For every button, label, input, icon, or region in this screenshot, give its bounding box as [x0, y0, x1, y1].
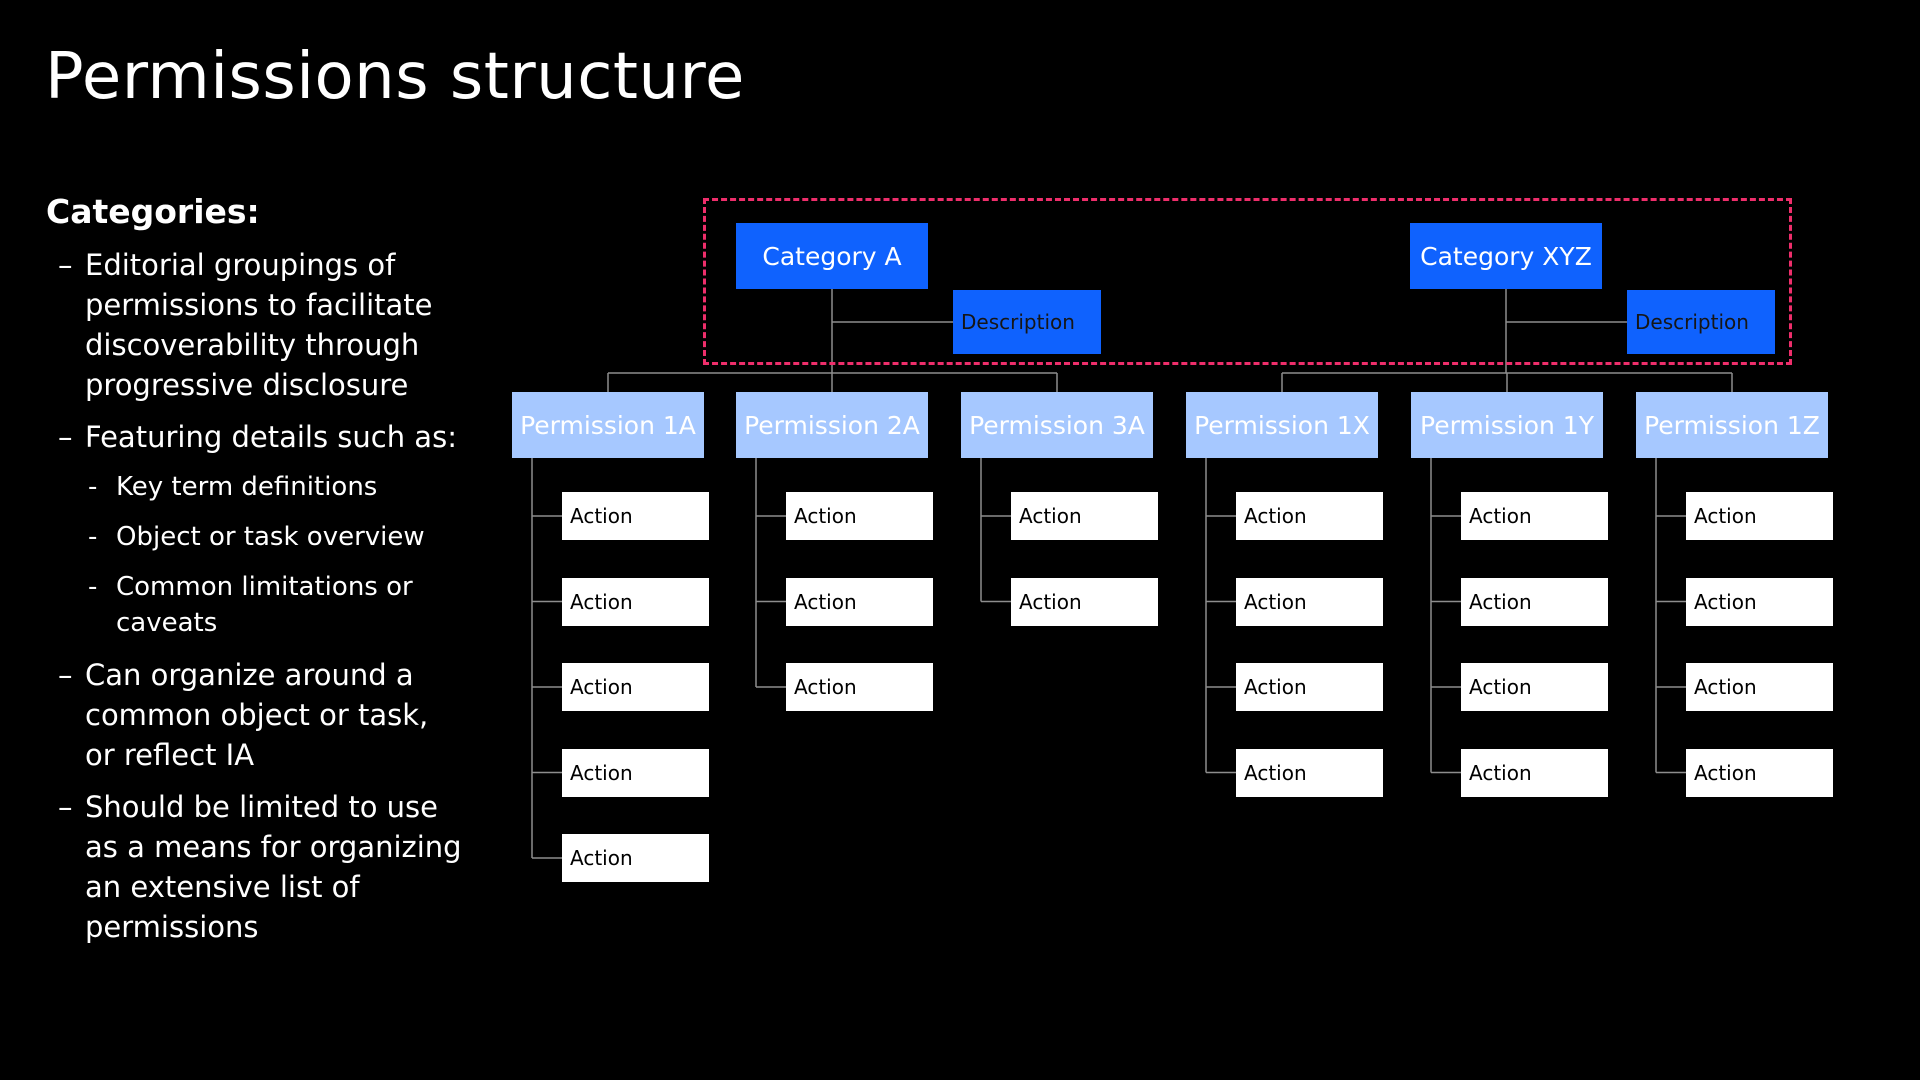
description-node: Description	[1627, 290, 1775, 354]
description-node: Description	[953, 290, 1101, 354]
action-node: Action	[786, 577, 933, 626]
action-node: Action	[1686, 748, 1833, 797]
permission-node: Permission 2A	[736, 392, 928, 458]
permission-node: Permission 1Z	[1636, 392, 1828, 458]
action-node: Action	[1236, 492, 1383, 540]
action-node: Action	[562, 748, 709, 797]
category-node: Category XYZ	[1410, 223, 1602, 289]
action-node: Action	[1236, 663, 1383, 711]
dash-marker: -	[88, 522, 98, 552]
action-node: Action	[1461, 748, 1608, 797]
note-subitem: - Object or task overview	[46, 519, 466, 555]
notes-panel: Categories: – Editorial groupings of per…	[46, 192, 466, 959]
dash-marker: –	[58, 790, 73, 824]
note-text: Can organize around a common object or t…	[85, 658, 429, 772]
action-node: Action	[1686, 663, 1833, 711]
action-node: Action	[1686, 577, 1833, 626]
action-node: Action	[1011, 577, 1158, 626]
action-node: Action	[562, 663, 709, 711]
note-item: – Can organize around a common object or…	[46, 655, 466, 775]
note-text: Key term definitions	[116, 472, 378, 502]
action-node: Action	[562, 577, 709, 626]
note-subitem: - Common limitations or caveats	[46, 569, 466, 641]
permission-node: Permission 1X	[1186, 392, 1378, 458]
note-text: Should be limited to use as a means for …	[85, 790, 462, 944]
note-subitem: - Key term definitions	[46, 469, 466, 505]
dash-marker: -	[88, 472, 98, 502]
action-node: Action	[786, 663, 933, 711]
note-text: Featuring details such as:	[85, 420, 457, 454]
permission-node: Permission 3A	[961, 392, 1153, 458]
category-node: Category A	[736, 223, 928, 289]
page-title: Permissions structure	[45, 40, 745, 114]
note-text: Object or task overview	[116, 522, 425, 552]
dash-marker: –	[58, 658, 73, 692]
note-text: Common limitations or caveats	[116, 572, 413, 638]
note-text: Editorial groupings of permissions to fa…	[85, 248, 433, 402]
permission-node: Permission 1Y	[1411, 392, 1603, 458]
notes-heading: Categories:	[46, 192, 260, 231]
action-node: Action	[1686, 492, 1833, 540]
dash-marker: -	[88, 572, 98, 602]
action-node: Action	[562, 492, 709, 540]
action-node: Action	[1236, 748, 1383, 797]
dash-marker: –	[58, 248, 73, 282]
action-node: Action	[1461, 492, 1608, 540]
action-node: Action	[1461, 577, 1608, 626]
action-node: Action	[1011, 492, 1158, 540]
note-item: – Should be limited to use as a means fo…	[46, 787, 466, 947]
note-item: – Editorial groupings of permissions to …	[46, 245, 466, 405]
note-item: – Featuring details such as:	[46, 417, 466, 457]
dash-marker: –	[58, 420, 73, 454]
permission-node: Permission 1A	[512, 392, 704, 458]
category-highlight-region	[703, 198, 1792, 365]
action-node: Action	[1236, 577, 1383, 626]
action-node: Action	[1461, 663, 1608, 711]
action-node: Action	[562, 834, 709, 882]
action-node: Action	[786, 492, 933, 540]
